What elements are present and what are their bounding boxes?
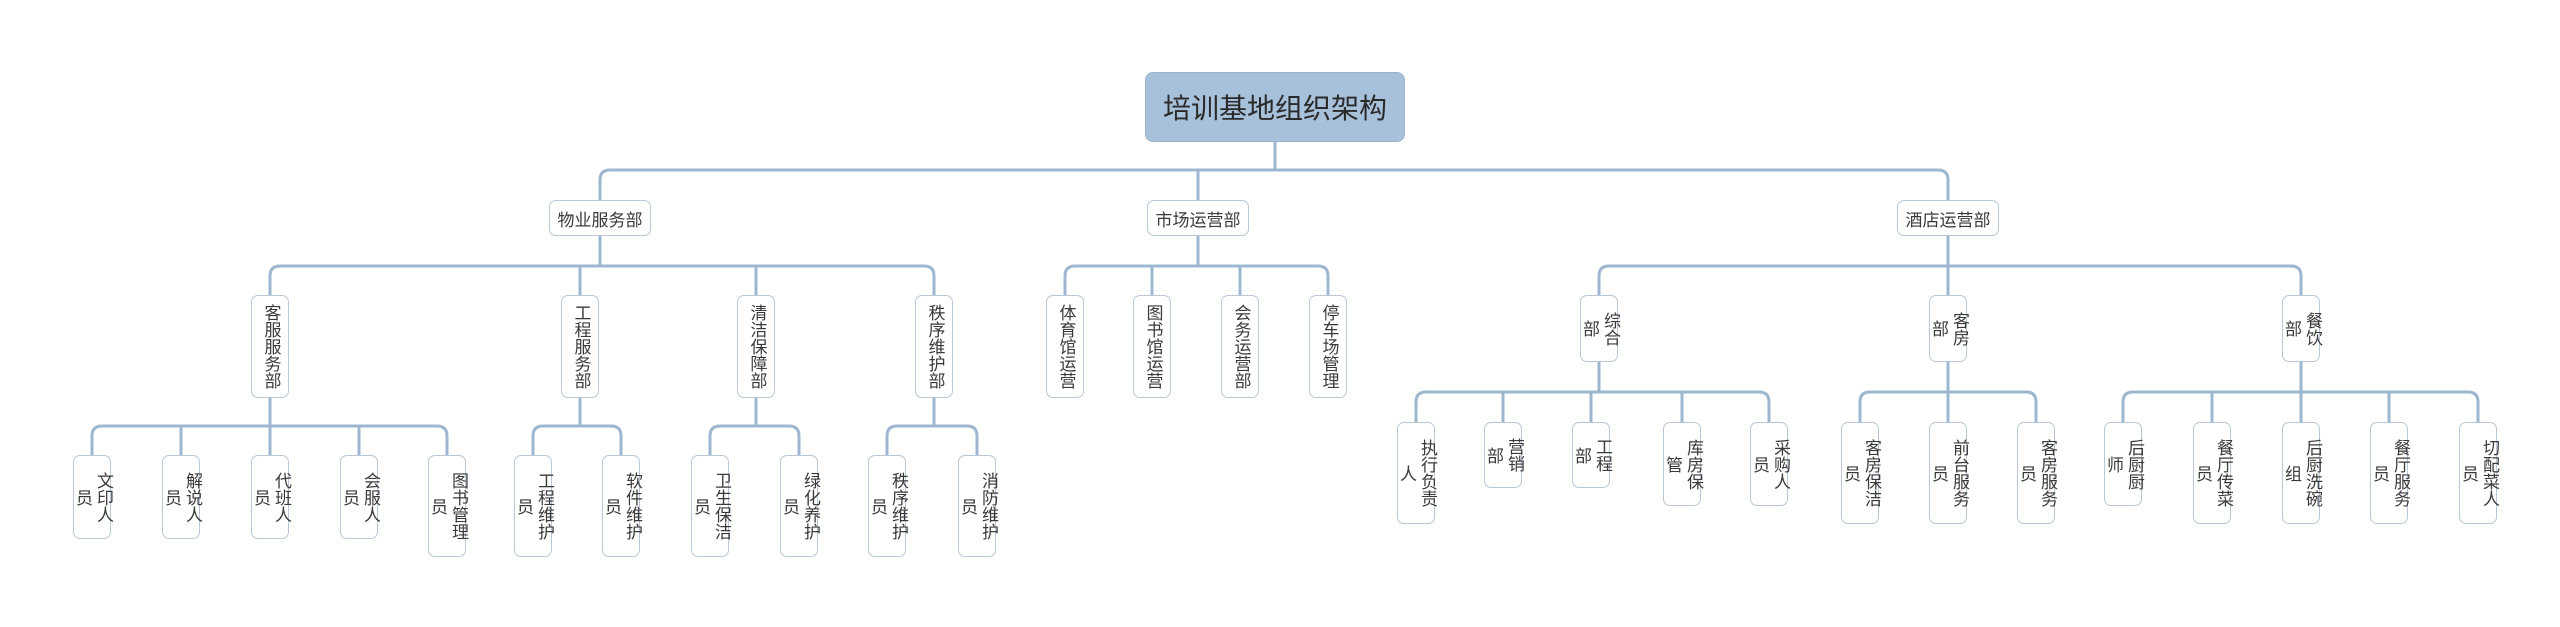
connector-line <box>885 396 979 457</box>
engineering-leaf-2[interactable]: 软件维护员 <box>601 455 642 557</box>
engineering-leaf-1[interactable]: 工程维护员 <box>513 455 554 557</box>
connector-line <box>2121 360 2480 424</box>
connector-line <box>268 234 936 297</box>
connector-line <box>708 396 801 457</box>
group-engineering-service[interactable]: 工程服务部 <box>561 295 599 398</box>
dining-leaf-4[interactable]: 餐厅服务员 <box>2369 422 2410 524</box>
dept-hotel[interactable]: 酒店运营部 <box>1897 200 1999 236</box>
customer-leaf-4[interactable]: 会服人员 <box>339 455 380 539</box>
market-leaf-1[interactable]: 体育馆运营 <box>1046 295 1084 398</box>
dept-property[interactable]: 物业服务部 <box>549 200 651 236</box>
group-rooms[interactable]: 客房部 <box>1928 295 1969 362</box>
cleaning-leaf-2[interactable]: 绿化养护员 <box>779 455 820 557</box>
general-leaf-1[interactable]: 执行负责人 <box>1396 422 1437 524</box>
rooms-leaf-1[interactable]: 客房保洁员 <box>1840 422 1881 524</box>
org-root[interactable]: 培训基地组织架构 <box>1145 72 1405 142</box>
group-order[interactable]: 秩序维护部 <box>915 295 953 398</box>
dining-leaf-1[interactable]: 后厨厨师 <box>2103 422 2144 506</box>
rooms-leaf-3[interactable]: 客房服务员 <box>2016 422 2057 524</box>
cleaning-leaf-1[interactable]: 卫生保洁员 <box>690 455 731 557</box>
connector-line <box>531 396 623 457</box>
connector-line <box>90 396 449 457</box>
market-leaf-4[interactable]: 停车场管理 <box>1309 295 1347 398</box>
connector-line <box>1063 234 1330 297</box>
market-leaf-2[interactable]: 图书馆运营 <box>1133 295 1171 398</box>
market-leaf-3[interactable]: 会务运营部 <box>1221 295 1259 398</box>
group-customer-service[interactable]: 客服服务部 <box>251 295 289 398</box>
customer-leaf-3[interactable]: 代班人员 <box>250 455 291 539</box>
customer-leaf-2[interactable]: 解说人员 <box>161 455 202 539</box>
dining-leaf-2[interactable]: 餐厅传菜员 <box>2192 422 2233 524</box>
general-leaf-4[interactable]: 库房保管 <box>1662 422 1703 506</box>
connector-line <box>598 140 1950 202</box>
general-leaf-5[interactable]: 采购人员 <box>1749 422 1790 506</box>
group-cleaning[interactable]: 清洁保障部 <box>737 295 775 398</box>
dept-market[interactable]: 市场运营部 <box>1147 200 1249 236</box>
connector-line <box>1414 360 1771 424</box>
order-leaf-1[interactable]: 秩序维护员 <box>867 455 908 557</box>
group-general[interactable]: 综合部 <box>1579 295 1620 362</box>
customer-leaf-1[interactable]: 文印人员 <box>72 455 113 539</box>
order-leaf-2[interactable]: 消防维护员 <box>957 455 998 557</box>
customer-leaf-5[interactable]: 图书管理员 <box>427 455 468 557</box>
dining-leaf-5[interactable]: 切配菜人员 <box>2458 422 2499 524</box>
connector-line <box>1597 234 2303 297</box>
rooms-leaf-2[interactable]: 前台服务员 <box>1928 422 1969 524</box>
general-leaf-2[interactable]: 营销部 <box>1483 422 1524 488</box>
group-dining[interactable]: 餐饮部 <box>2281 295 2322 362</box>
connector-line <box>1858 360 2038 424</box>
dining-leaf-3[interactable]: 后厨洗碗组 <box>2281 422 2322 524</box>
general-leaf-3[interactable]: 工程部 <box>1571 422 1612 488</box>
